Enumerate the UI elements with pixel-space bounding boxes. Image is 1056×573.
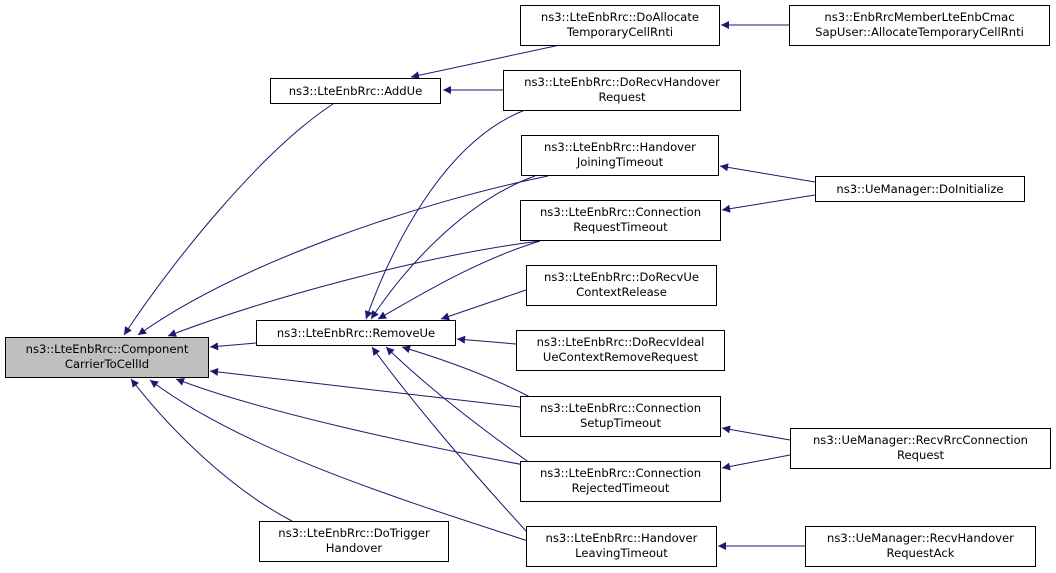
call-edge-2-to-0 [209,342,257,351]
call-edge-7-to-2 [377,240,541,320]
node-connection-rejected-timeout[interactable]: ns3::LteEnbRrc::Connection RejectedTimeo… [520,461,721,502]
node-label-line: ns3::LteEnbRrc::DoRecvIdeal [537,335,705,349]
node-do-allocate-temporary-cell-rnti[interactable]: ns3::LteEnbRrc::DoAllocate TemporaryCell… [520,5,720,46]
node-label-line: Request [598,90,646,104]
call-edge-12-to-2 [371,346,527,532]
node-label-line: UeContextRemoveRequest [543,350,699,364]
node-label-line: ns3::LteEnbRrc::Component [26,342,189,356]
node-add-ue[interactable]: ns3::LteEnbRrc::AddUe [270,78,441,104]
node-label-line: ns3::LteEnbRrc::Connection [540,205,701,219]
node-label-line: ns3::LteEnbRrc::Connection [540,401,701,415]
call-edge-4-to-1 [410,44,561,80]
node-label-line: ns3::UeManager::RecvRrcConnection [813,433,1028,447]
node-label-line: RejectedTimeout [572,481,670,495]
node-label-line: ns3::LteEnbRrc::RemoveUe [277,326,435,340]
call-edge-7-to-0 [167,240,541,337]
node-handover-leaving-timeout[interactable]: ns3::LteEnbRrc::Handover LeavingTimeout [526,526,717,567]
node-ue-manager-do-initialize[interactable]: ns3::UeManager::DoInitialize [815,176,1025,202]
node-label-line: SetupTimeout [580,416,662,430]
call-edge-9-to-2 [456,335,517,345]
call-edge-1-to-0 [123,103,334,336]
call-nodes: ns3::LteEnbRrc::Component CarrierToCellI… [5,5,1051,567]
call-edge-10-to-2 [401,345,531,398]
node-do-recv-ue-context-release[interactable]: ns3::LteEnbRrc::DoRecvUe ContextRelease [526,265,717,306]
node-label-line: ns3::LteEnbRrc::Handover [546,531,698,545]
node-connection-request-timeout[interactable]: ns3::LteEnbRrc::Connection RequestTimeou… [520,200,721,241]
call-edge-12-to-0 [149,379,529,542]
node-label-line: CarrierToCellId [65,357,149,371]
node-label-line: ns3::LteEnbRrc::Handover [544,140,696,154]
node-label-line: ns3::UeManager::DoInitialize [836,182,1003,196]
node-label-line: ns3::LteEnbRrc::DoAllocate [541,10,699,24]
node-label-line: ns3::LteEnbRrc::DoRecvUe [544,270,699,284]
call-edge-6-to-2 [370,175,536,320]
node-label-line: RequestTimeout [573,220,668,234]
call-edge-3-to-0 [130,378,293,522]
call-edge-14-to-6 [719,163,816,183]
node-label-line: ns3::LteEnbRrc::DoTrigger [278,526,430,540]
node-do-trigger-handover[interactable]: ns3::LteEnbRrc::DoTrigger Handover [259,521,449,562]
node-label-line: LeavingTimeout [575,546,668,560]
node-label-line: Request [897,448,945,462]
node-component-carrier-to-cell-id[interactable]: ns3::LteEnbRrc::Component CarrierToCellI… [5,337,209,378]
node-ue-manager-recv-handover-request-ack[interactable]: ns3::UeManager::RecvHandover RequestAck [805,526,1036,567]
call-edge-11-to-2 [385,346,531,464]
node-label-line: Handover [326,541,383,555]
node-label-line: ns3::UeManager::RecvHandover [827,531,1014,545]
node-do-recv-ideal-ue-context-remove-request[interactable]: ns3::LteEnbRrc::DoRecvIdeal UeContextRem… [516,330,725,371]
node-label-line: ns3::LteEnbRrc::Connection [540,466,701,480]
node-handover-joining-timeout[interactable]: ns3::LteEnbRrc::Handover JoiningTimeout [521,135,719,176]
node-remove-ue[interactable]: ns3::LteEnbRrc::RemoveUe [256,320,456,346]
call-edge-8-to-2 [440,289,527,321]
node-do-recv-handover-request[interactable]: ns3::LteEnbRrc::DoRecvHandover Request [503,70,741,111]
node-label-line: ns3::LteEnbRrc::AddUe [289,84,423,98]
node-label-line: JoiningTimeout [576,155,664,169]
call-edge-14-to-7 [721,194,816,213]
node-connection-setup-timeout[interactable]: ns3::LteEnbRrc::Connection SetupTimeout [520,396,721,437]
call-edge-11-to-0 [175,378,531,467]
node-enb-rrc-member-allocate-temporary-cell-rnti[interactable]: ns3::EnbRrcMemberLteEnbCmac SapUser::All… [789,5,1050,46]
node-label-line: ContextRelease [576,285,667,299]
node-ue-manager-recv-rrc-connection-request[interactable]: ns3::UeManager::RecvRrcConnection Reques… [790,428,1051,469]
node-label-line: RequestAck [887,546,955,560]
call-edge-15-to-11 [721,454,791,471]
node-label-line: ns3::LteEnbRrc::DoRecvHandover [524,75,720,89]
node-label-line: TemporaryCellRnti [566,25,673,39]
call-edges [123,21,816,550]
call-edge-6-to-0 [137,175,549,336]
node-label-line: ns3::EnbRrcMemberLteEnbCmac [824,10,1014,24]
node-label-line: SapUser::AllocateTemporaryCellRnti [815,25,1024,39]
call-edge-15-to-10 [721,425,791,441]
call-edge-10-to-0 [209,367,521,408]
call-edge-5-to-2 [364,109,526,320]
